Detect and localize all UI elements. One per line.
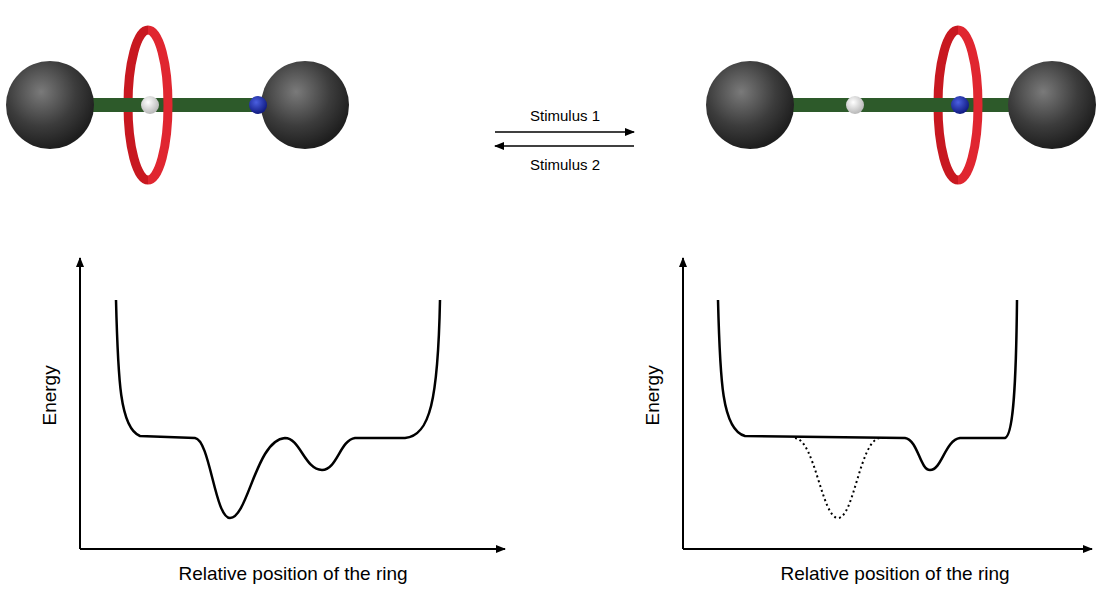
energy-plot-left <box>80 258 505 549</box>
forward-arrow <box>495 131 634 133</box>
axis-label: Energy <box>643 365 664 425</box>
axis-label: Energy <box>40 365 61 425</box>
reverse-arrow <box>495 145 634 147</box>
axis-label: Relative position of the ring <box>780 564 1009 585</box>
rotaxane-right <box>706 30 1096 180</box>
rotaxane-left <box>6 30 349 180</box>
energy-plot-right <box>683 258 1092 549</box>
stimulus-label: Stimulus 1 <box>530 108 600 125</box>
stimulus-label: Stimulus 2 <box>530 157 600 174</box>
axis-label: Relative position of the ring <box>178 564 407 585</box>
